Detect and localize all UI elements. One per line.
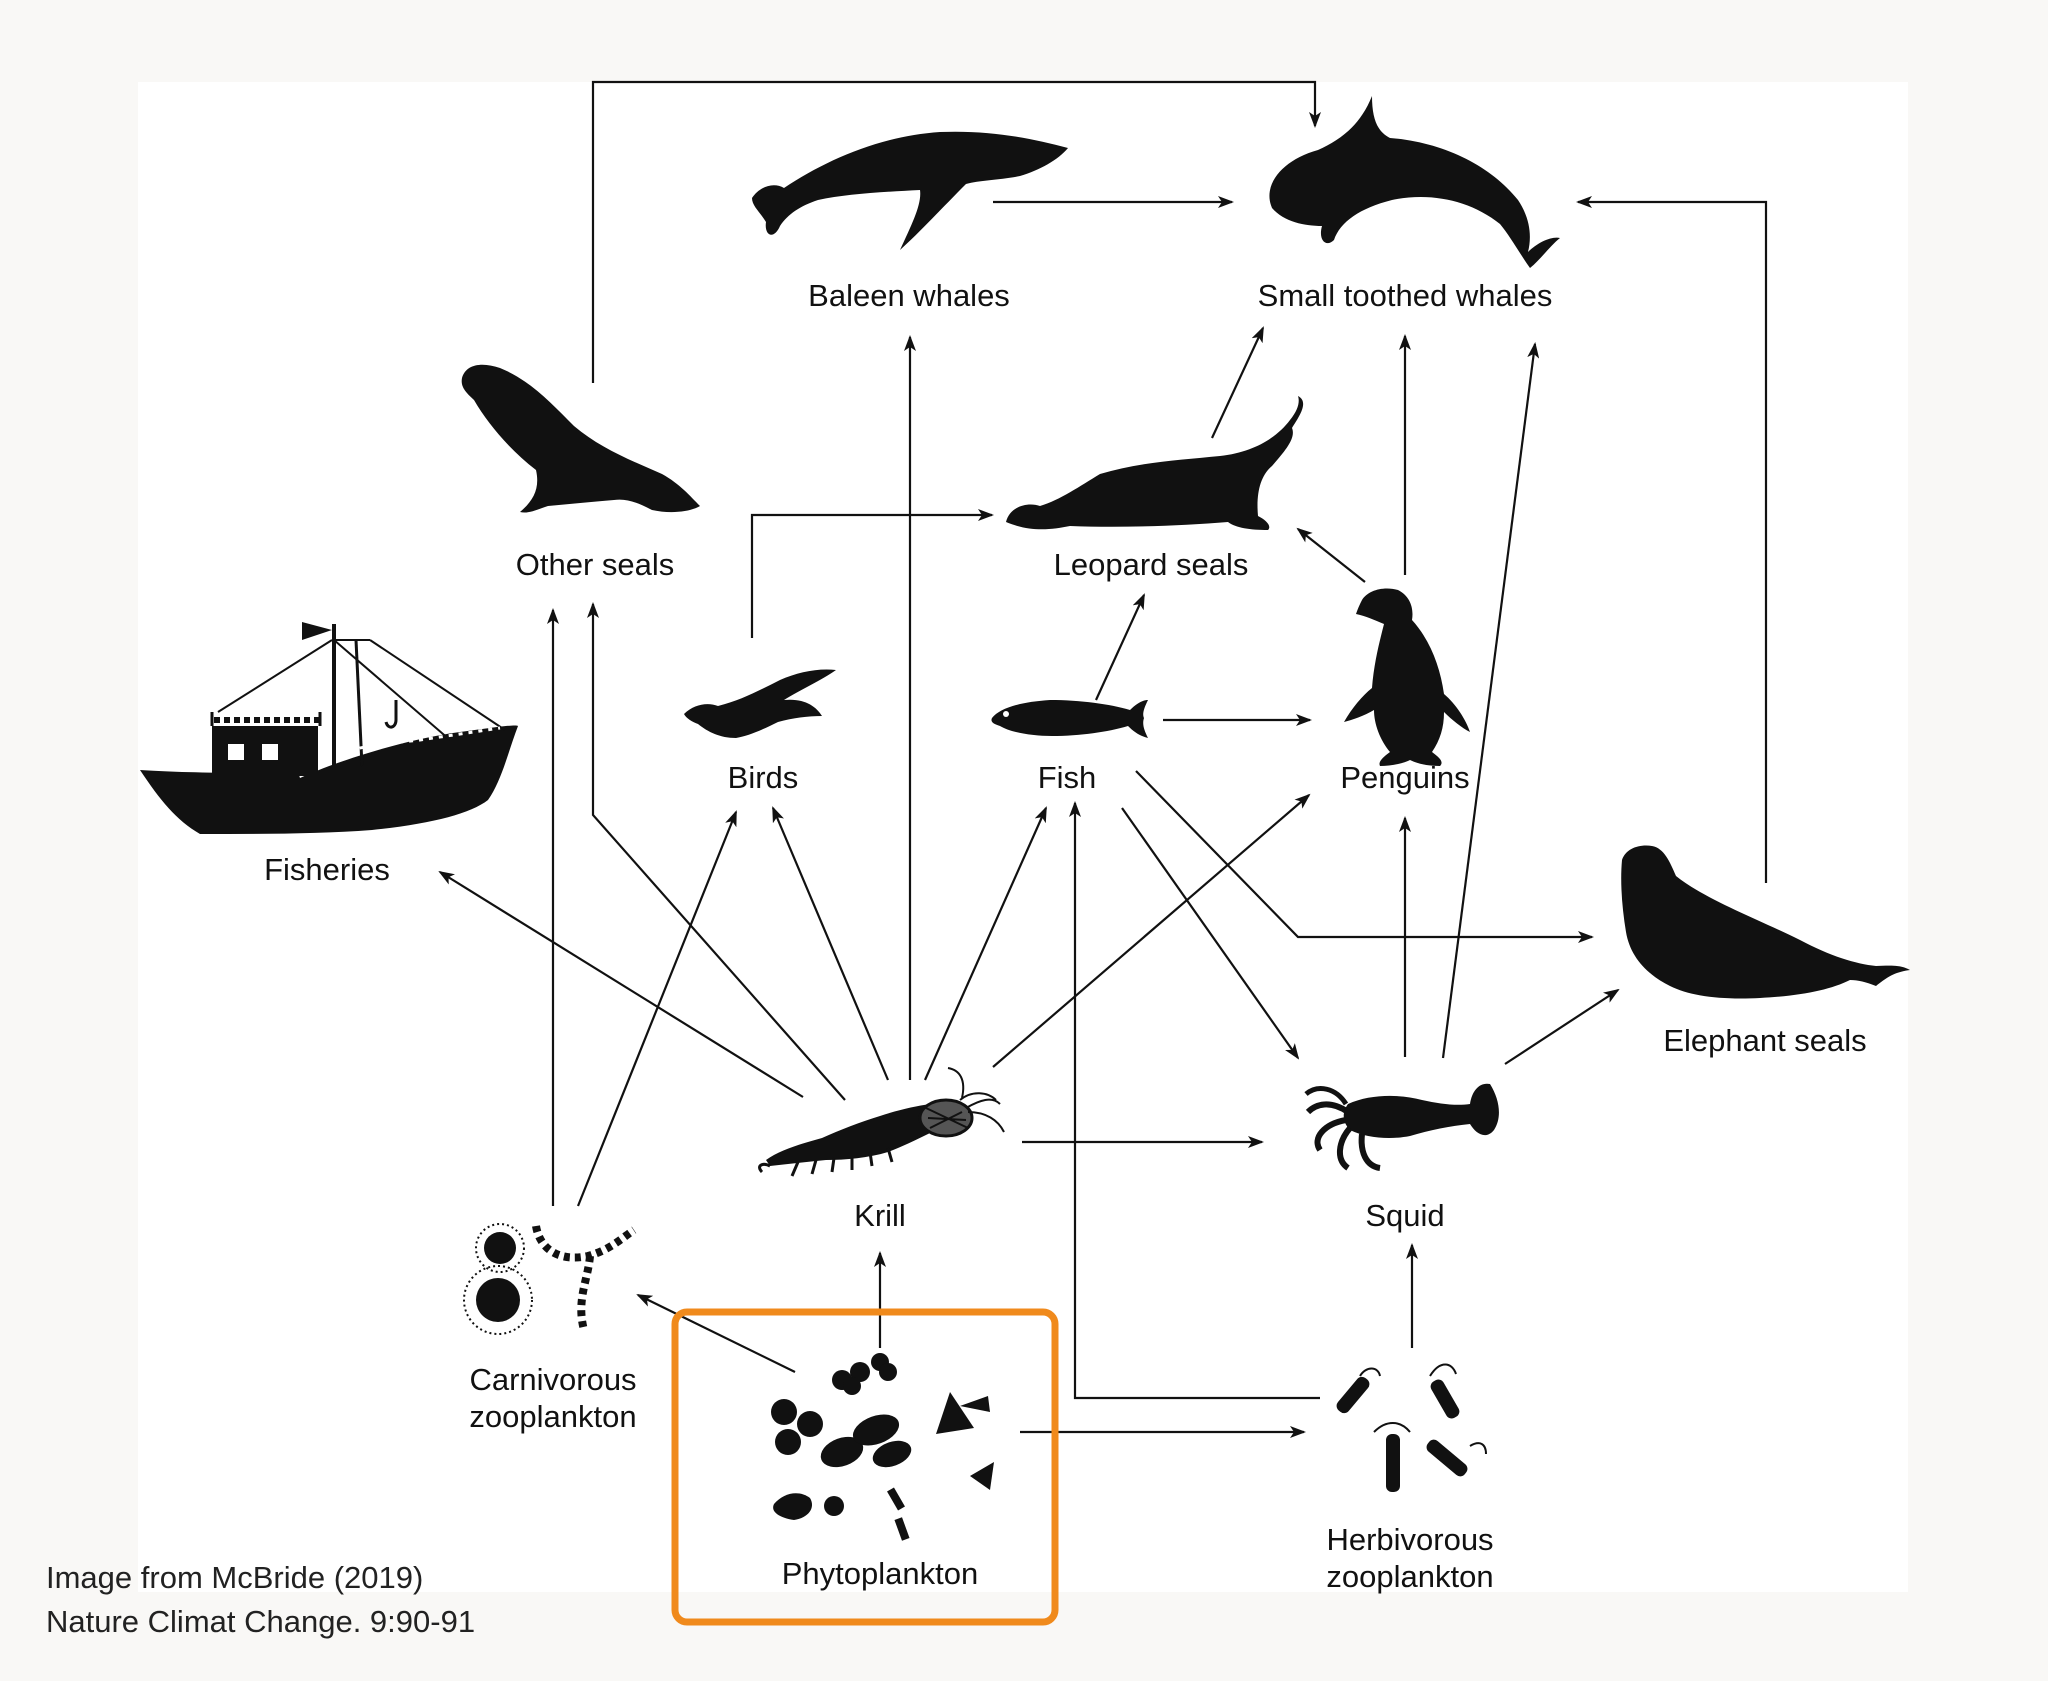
herbivorous-zooplankton-silhouette xyxy=(1336,1363,1487,1492)
arrow-other-seals-to-small-toothed-whales xyxy=(591,80,1321,383)
squid-silhouette xyxy=(1304,1083,1499,1171)
arrow-elephant-seals-to-small-toothed-whales xyxy=(1576,196,1768,883)
arrow-herbivorous-zooplankton-to-fish xyxy=(1069,801,1320,1400)
fishing-boat-silhouette xyxy=(140,622,518,834)
bird-silhouette xyxy=(684,669,836,738)
arrow-squid-to-small-toothed-whales xyxy=(1441,342,1540,1059)
leopard-seal-silhouette xyxy=(1006,396,1304,530)
label-phytoplankton: Phytoplankton xyxy=(782,1556,978,1591)
label-penguins: Penguins xyxy=(1340,760,1469,795)
arrow-birds-to-leopard-seals xyxy=(750,509,994,638)
arrow-leopard-seals-to-small-toothed-whales xyxy=(1211,326,1264,439)
label-carnivorous-zooplankton-line1: Carnivorous xyxy=(469,1362,636,1397)
arrow-krill-to-penguins xyxy=(992,793,1311,1068)
label-herbivorous-zooplankton-line2: zooplankton xyxy=(1326,1559,1493,1594)
arrow-phytoplankton-to-carnivorous-zooplankton xyxy=(636,1294,796,1373)
elephant-seal-silhouette xyxy=(1621,845,1910,999)
humpback-whale-silhouette xyxy=(752,131,1068,250)
label-squid: Squid xyxy=(1365,1198,1444,1233)
arrow-fish-to-elephant-seals xyxy=(1135,770,1594,943)
arrow-krill-to-other-seals xyxy=(587,602,846,1101)
fish-silhouette xyxy=(991,700,1148,738)
arrow-krill-to-fish xyxy=(923,806,1048,1081)
arrow-fish-to-leopard-seals xyxy=(1094,593,1146,701)
label-fisheries: Fisheries xyxy=(264,852,390,887)
carnivorous-zooplankton-silhouette xyxy=(463,1223,637,1335)
label-birds: Birds xyxy=(728,760,799,795)
arrow-squid-to-elephant-seals xyxy=(1504,988,1620,1065)
arrow-krill-to-birds xyxy=(771,806,890,1081)
arrow-penguins-to-leopard-seals xyxy=(1296,527,1366,583)
label-leopard-seals: Leopard seals xyxy=(1054,547,1249,582)
arrows xyxy=(438,80,1768,1438)
label-krill: Krill xyxy=(854,1198,906,1233)
krill-silhouette xyxy=(758,1067,1005,1177)
labels: Small toothed whales Baleen whales Other… xyxy=(264,278,1867,1594)
label-fish: Fish xyxy=(1038,760,1097,795)
arrow-carnivorous-zooplankton-to-birds xyxy=(576,810,738,1207)
label-carnivorous-zooplankton-line2: zooplankton xyxy=(469,1399,636,1434)
label-baleen-whales: Baleen whales xyxy=(808,278,1010,313)
other-seal-silhouette xyxy=(461,364,700,513)
credit-line-1: Image from McBride (2019) xyxy=(46,1560,424,1595)
label-other-seals: Other seals xyxy=(516,547,675,582)
penguin-silhouette xyxy=(1344,588,1470,766)
phytoplankton-silhouette xyxy=(771,1353,994,1541)
orca-silhouette xyxy=(1269,96,1560,268)
phytoplankton-highlight-box xyxy=(671,1308,1059,1626)
arrow-fish-to-squid xyxy=(1121,807,1300,1060)
credit-line-2: Nature Climat Change. 9:90-91 xyxy=(46,1604,476,1639)
label-herbivorous-zooplankton-line1: Herbivorous xyxy=(1326,1522,1493,1557)
label-small-toothed-whales: Small toothed whales xyxy=(1258,278,1553,313)
diagram-panel xyxy=(138,82,1908,1592)
label-elephant-seals: Elephant seals xyxy=(1663,1023,1866,1058)
arrow-krill-to-fisheries xyxy=(438,870,804,1098)
